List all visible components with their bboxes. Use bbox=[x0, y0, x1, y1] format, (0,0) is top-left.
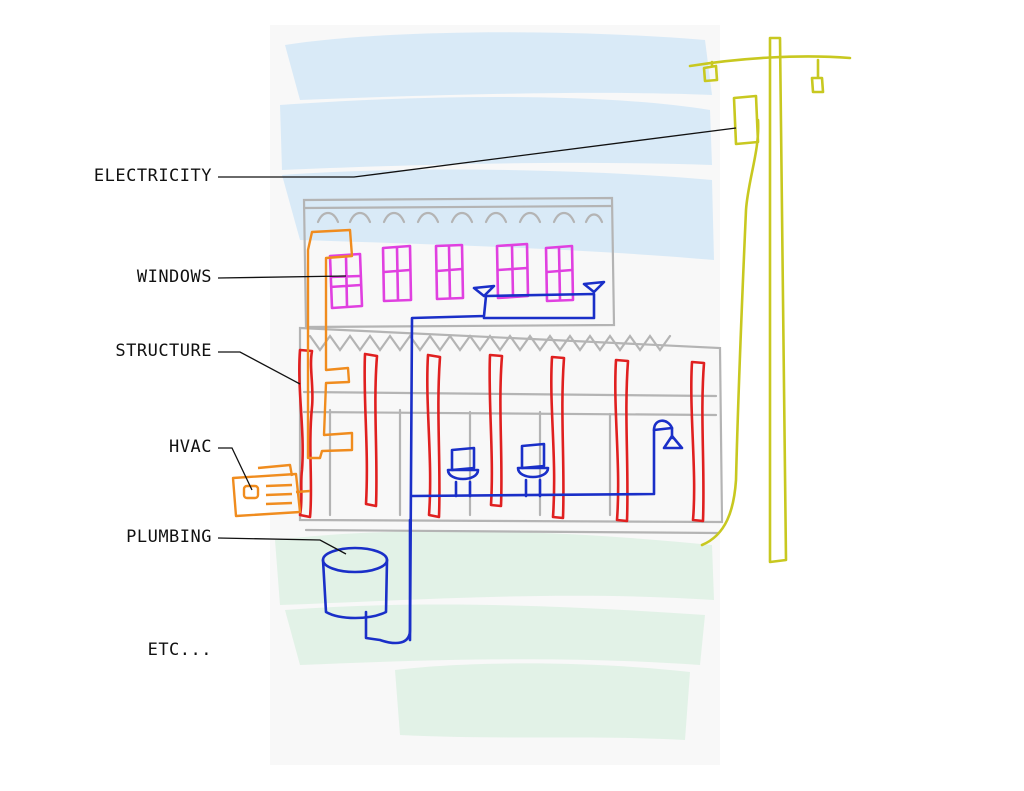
structure-column bbox=[298, 348, 314, 519]
structure-column bbox=[426, 353, 442, 519]
plumbing-riser bbox=[408, 292, 596, 642]
label-etc: ETC... bbox=[147, 640, 212, 660]
faucet-icon bbox=[472, 280, 606, 298]
shower-head-icon bbox=[652, 419, 684, 450]
plumbing-branch bbox=[410, 426, 674, 498]
structure-columns bbox=[298, 348, 706, 523]
window bbox=[544, 244, 575, 303]
label-plumbing: PLUMBING bbox=[126, 527, 212, 547]
hvac-unit-icon bbox=[231, 463, 311, 518]
leader-electricity bbox=[218, 127, 737, 178]
hvac-system bbox=[231, 228, 354, 518]
zigzag-frieze bbox=[308, 334, 672, 352]
service-drop bbox=[700, 118, 760, 547]
window bbox=[434, 243, 465, 301]
utility-pole bbox=[768, 36, 788, 564]
hvac-duct bbox=[306, 228, 354, 460]
structure-column bbox=[363, 352, 379, 508]
label-structure: STRUCTURE bbox=[115, 341, 212, 361]
leader-structure bbox=[218, 351, 301, 385]
leader-lines bbox=[217, 127, 737, 555]
sky-wash bbox=[280, 32, 714, 260]
water-tank-icon bbox=[321, 546, 389, 620]
label-hvac: HVAC bbox=[169, 437, 212, 457]
building-outline bbox=[298, 196, 724, 535]
label-windows: WINDOWS bbox=[136, 267, 212, 287]
toilet-icon bbox=[516, 442, 550, 498]
label-electricity: ELECTRICITY bbox=[93, 166, 212, 186]
pole-crossarm bbox=[688, 55, 852, 68]
leader-windows bbox=[217, 275, 347, 279]
leader-plumbing bbox=[217, 537, 347, 555]
ground-wash bbox=[275, 530, 714, 740]
electricity-system bbox=[688, 36, 852, 564]
toilet-icon bbox=[446, 446, 480, 498]
leader-hvac bbox=[218, 447, 253, 491]
plumbing-system bbox=[321, 280, 684, 645]
window bbox=[381, 244, 413, 303]
cornice-scallops bbox=[316, 211, 604, 224]
structure-column bbox=[550, 355, 566, 520]
electric-meter bbox=[732, 94, 760, 146]
structure-column bbox=[690, 360, 706, 523]
structure-column bbox=[488, 353, 504, 508]
structure-column bbox=[614, 358, 630, 523]
plumbing-tank-pipe bbox=[364, 518, 412, 645]
